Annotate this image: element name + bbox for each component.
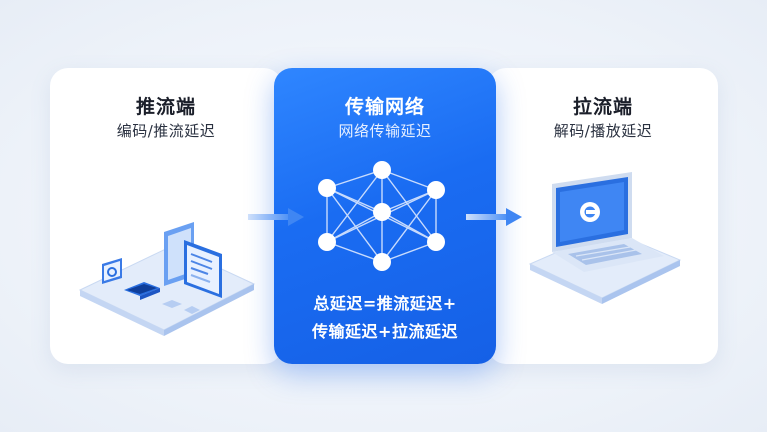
formula-line-2: 传输延迟+拉流延迟	[312, 322, 458, 341]
pull-title: 拉流端	[572, 96, 633, 118]
latency-formula: 总延迟=推流延迟+ 传输延迟+拉流延迟	[274, 290, 496, 346]
arrow-push-to-transport-icon	[248, 208, 304, 226]
transport-panel: 传输网络 网络传输延迟	[274, 68, 496, 364]
laptop-icon	[528, 172, 682, 304]
pull-panel: 拉流端 解码/播放延迟	[488, 68, 718, 364]
push-subtitle: 编码/推流延迟	[116, 122, 216, 140]
arrow-transport-to-pull-icon	[466, 208, 522, 226]
push-panel: 推流端 编码/推流延迟	[50, 68, 282, 364]
pull-subtitle: 解码/播放延迟	[553, 122, 653, 140]
push-title: 推流端	[135, 96, 196, 118]
desktop-workstation-icon	[78, 222, 256, 336]
network-graph-icon	[318, 161, 445, 271]
transport-title: 传输网络	[344, 96, 425, 118]
transport-subtitle: 网络传输延迟	[338, 122, 432, 140]
formula-line-1: 总延迟=推流延迟+	[313, 294, 457, 313]
